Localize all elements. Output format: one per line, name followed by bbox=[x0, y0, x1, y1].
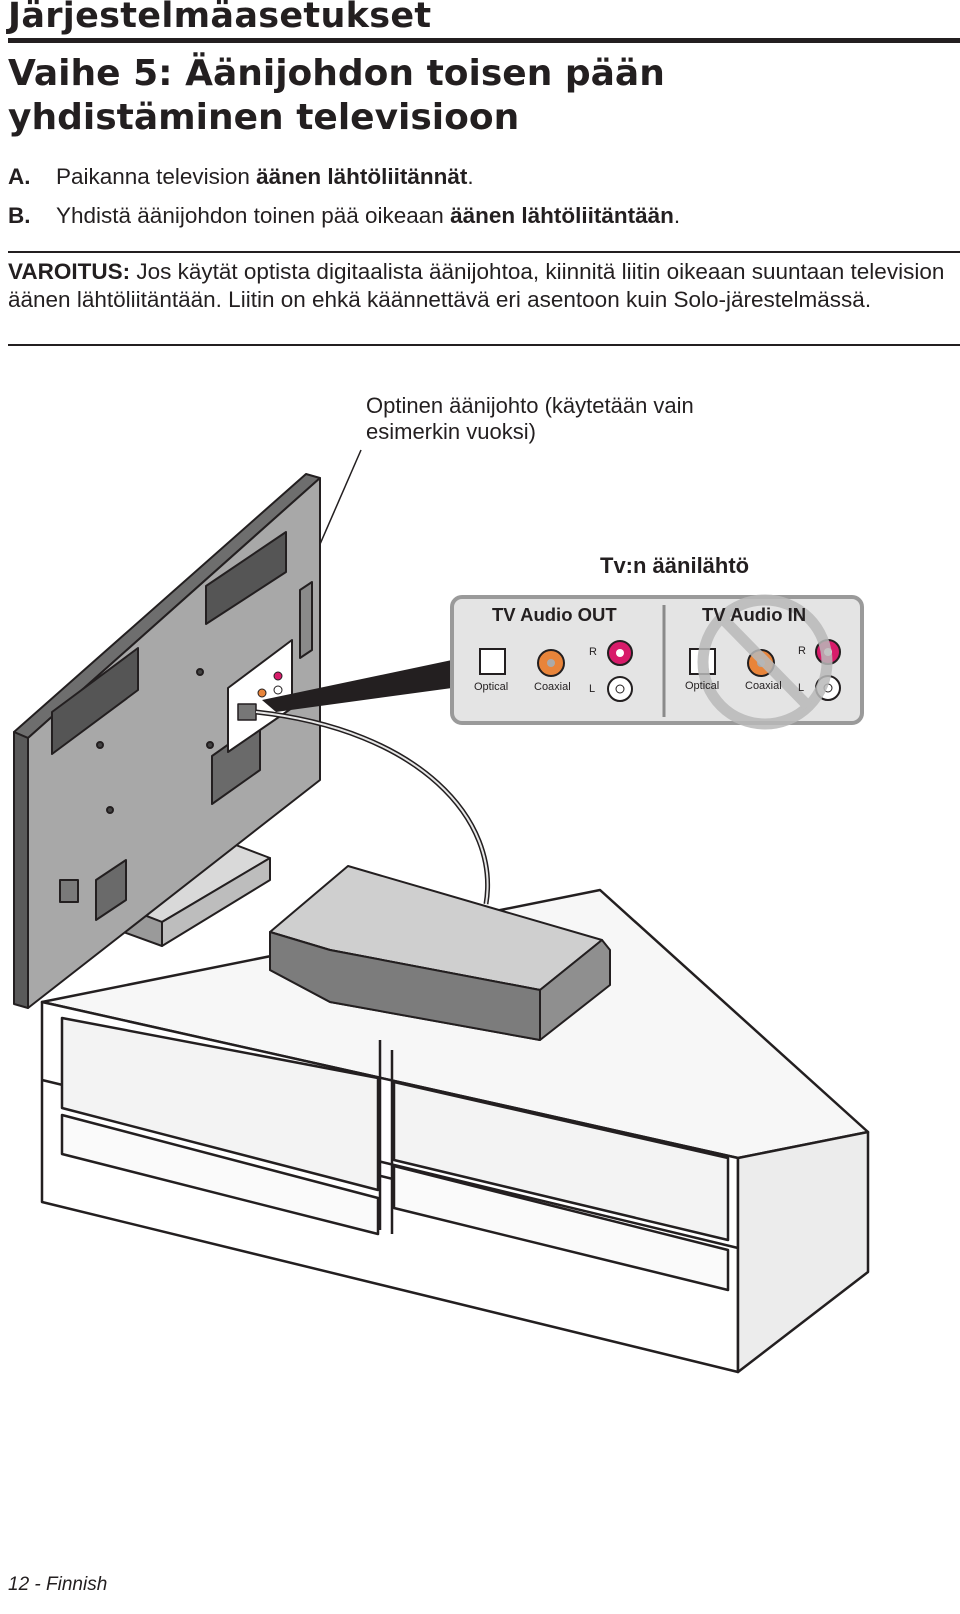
caution-note: VAROITUS: Jos käytät optista digitaalist… bbox=[8, 258, 948, 313]
section-title: Järjestelmäasetukset bbox=[8, 0, 432, 36]
optical-cable-core bbox=[255, 711, 489, 905]
step-text: Yhdistä äänijohdon toinen pää oikeaan bbox=[56, 203, 451, 228]
step-letter: B. bbox=[8, 203, 31, 228]
audio-in-label: TV Audio IN bbox=[702, 604, 807, 625]
caution-top-rule bbox=[8, 251, 960, 253]
title-rule bbox=[8, 38, 960, 43]
caution-label: VAROITUS: bbox=[8, 259, 131, 284]
optical-in-label: Optical bbox=[685, 680, 720, 692]
step-letter: A. bbox=[8, 164, 31, 189]
cable-callout: Optinen äänijohto (käytetään vain esimer… bbox=[366, 393, 694, 444]
right-in-label: R bbox=[798, 645, 806, 657]
left-in-label: L bbox=[798, 682, 805, 694]
optical-out-jack bbox=[479, 648, 506, 675]
left-out-label: L bbox=[589, 683, 596, 695]
audio-out-label: TV Audio OUT bbox=[492, 604, 617, 625]
right-out-label: R bbox=[589, 646, 597, 658]
step-a: A. Paikanna television äänen lähtöliitänn… bbox=[8, 163, 474, 191]
television bbox=[13, 473, 321, 1009]
zoom-wedge bbox=[262, 660, 452, 712]
step-suffix: . bbox=[673, 203, 681, 228]
audio-panel bbox=[450, 595, 864, 725]
step-text: Paikanna television bbox=[56, 164, 257, 189]
page-footer: 12 - Finnish bbox=[8, 1574, 108, 1595]
caution-bottom-rule bbox=[8, 344, 960, 346]
coaxial-in-label: Coaxial bbox=[745, 680, 782, 692]
step-title: Vaihe 5: Äänijohdon toisen pään yhdistäm… bbox=[8, 53, 665, 138]
step-suffix: . bbox=[467, 164, 474, 189]
coaxial-out-label: Coaxial bbox=[534, 681, 571, 693]
optical-out-label: Optical bbox=[474, 681, 509, 693]
prohibited-icon bbox=[697, 594, 833, 730]
solo-speaker bbox=[269, 865, 611, 1041]
step-bold: äänen lähtöliitännät bbox=[256, 164, 468, 189]
step-b: B.Yhdistä äänijohdon toinen pää oikeaan … bbox=[8, 202, 680, 230]
panel-title: Tv:n äänilähtö bbox=[600, 553, 750, 578]
caution-text: Jos käytät optista digitaalista äänijoht… bbox=[8, 259, 945, 312]
step-bold: äänen lähtöliitäntään bbox=[450, 203, 674, 228]
